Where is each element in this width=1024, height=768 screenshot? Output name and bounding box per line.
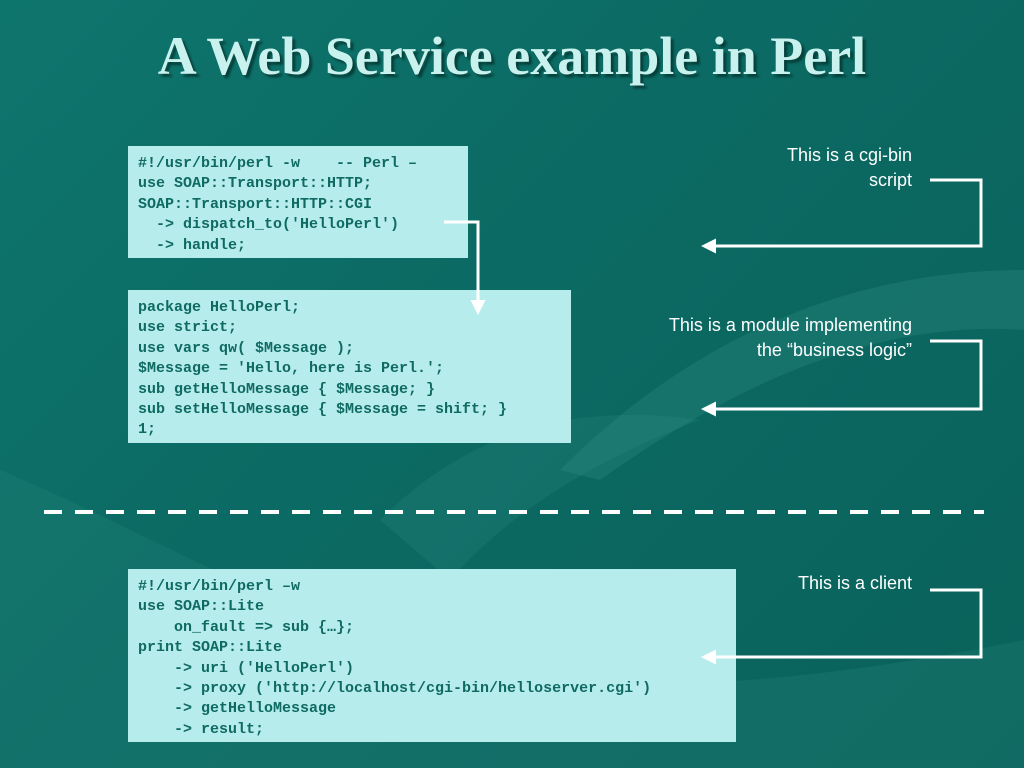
code-line: use vars qw( $Message ); <box>138 339 355 357</box>
code-line: -> getHelloMessage <box>138 700 337 718</box>
annotation-business-logic-module: This is a module implementing the “busin… <box>552 313 912 363</box>
module-code-box: package HelloPerl; use strict; use vars qw… <box>128 290 571 443</box>
annotation-text: This is a cgi-bin script <box>786 145 912 190</box>
annotation-text: This is a module implementing the “busin… <box>668 315 912 360</box>
code-line: -> proxy ('http://localhost/cgi-bin/hell… <box>138 680 652 698</box>
code-line: $Message = 'Hello, here is Perl.'; <box>138 360 445 378</box>
code-line: -> uri ('HelloPerl') <box>138 659 355 677</box>
code-line: #!/usr/bin/perl -w -- Perl – <box>138 155 418 172</box>
code-line: package HelloPerl; <box>138 299 301 316</box>
code-line: -> dispatch_to('HelloPerl') <box>138 216 400 234</box>
background-swoosh-upper <box>560 270 1024 480</box>
annotation-text: This is a client <box>797 573 912 593</box>
code-line: use SOAP::Transport::HTTP; <box>138 175 373 193</box>
code-line: #!/usr/bin/perl –w <box>138 578 301 595</box>
code-line: 1; <box>138 421 157 439</box>
annotation-cgi-bin-script: This is a cgi-bin script <box>652 143 912 193</box>
code-line: SOAP::Transport::HTTP::CGI <box>138 195 373 213</box>
code-line: -> result; <box>138 720 265 738</box>
code-line: sub getHelloMessage { $Message; } <box>138 380 436 398</box>
code-line: use strict; <box>138 319 238 337</box>
annotation-client: This is a client <box>652 571 912 596</box>
background-swoosh-mid <box>380 414 700 580</box>
code-line: use SOAP::Lite <box>138 598 265 616</box>
code-line: print SOAP::Lite <box>138 639 283 657</box>
code-line: on_fault => sub {…}; <box>138 618 355 636</box>
server-script-code-box: #!/usr/bin/perl -w -- Perl –use SOAP::Tr… <box>128 146 468 258</box>
slide-title: A Web Service example in Perl <box>157 26 867 86</box>
code-line: sub setHelloMessage { $Message = shift; … <box>138 401 508 419</box>
code-line: -> handle; <box>138 236 247 254</box>
